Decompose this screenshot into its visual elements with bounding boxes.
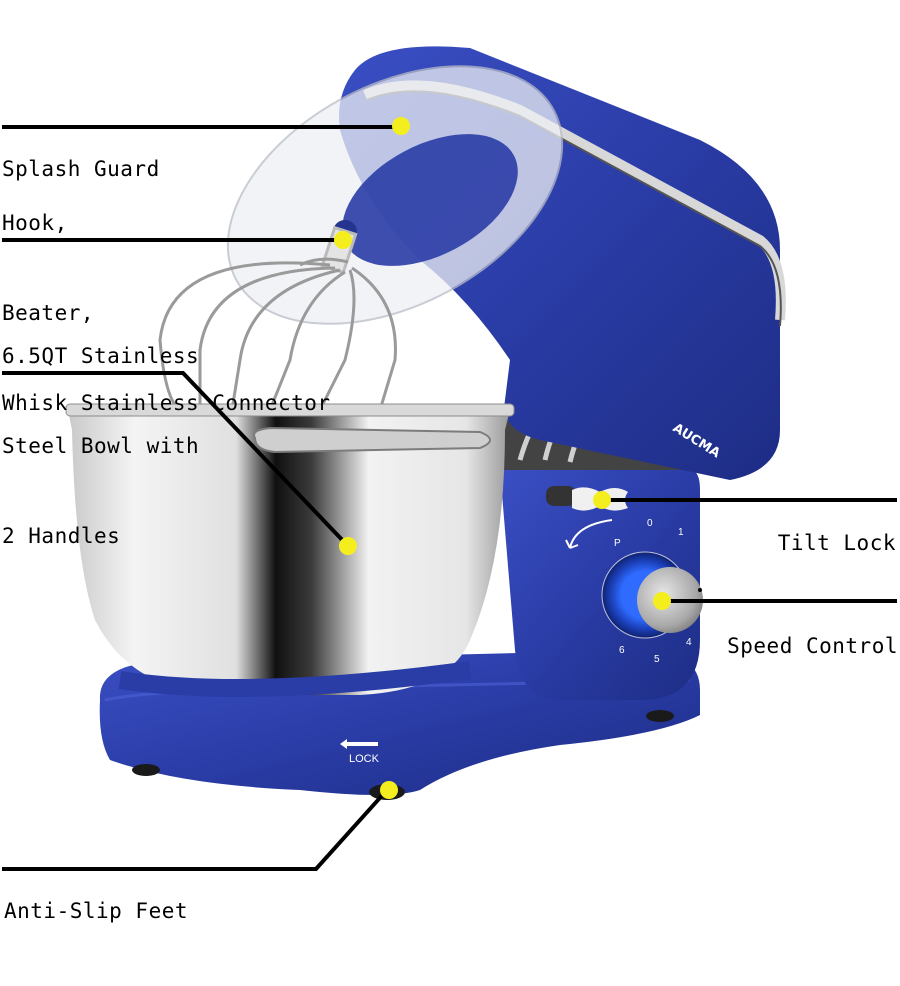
leader-lines	[2, 125, 897, 871]
lock-marking: LOCK	[349, 753, 380, 765]
dial-mark-0: 0	[647, 518, 653, 529]
leader-bowl	[2, 371, 349, 547]
callout-dot-splash-guard	[392, 117, 410, 135]
callout-label-connector: Hook, Beater, Whisk Stainless Connector	[2, 211, 331, 415]
leader-anti-slip-feet	[2, 788, 389, 871]
callout-label-bowl: 6.5QT Stainless Steel Bowl with 2 Handle…	[2, 344, 200, 548]
left-arrow-icon	[340, 739, 378, 749]
callout-dot-connector	[334, 231, 352, 249]
dial-mark-4: 4	[686, 637, 692, 648]
stand-mixer-illustration: LOCK AUCMA	[2, 46, 897, 871]
dial-mark-5: 5	[654, 654, 660, 665]
dial-mark-6: 6	[619, 645, 625, 656]
callout-dot-speed-control	[653, 592, 671, 610]
callout-label-speed-control: Speed Control	[727, 634, 898, 658]
callout-dot-tilt-lock	[593, 491, 611, 509]
callout-label-anti-slip-feet: Anti-Slip Feet	[4, 899, 189, 923]
bowl-handle	[253, 426, 491, 454]
callout-dots	[334, 117, 671, 799]
callout-label-tilt-lock: Tilt Lock	[777, 531, 896, 555]
callout-label-splash-guard: Splash Guard	[2, 157, 160, 181]
callout-dot-anti-slip-feet	[380, 781, 398, 799]
mixer-feature-diagram: LOCK AUCMA	[2, 46, 898, 923]
callout-dot-bowl	[339, 537, 357, 555]
rubber-foot	[646, 710, 674, 722]
dial-mark-p: P	[614, 538, 621, 549]
rubber-foot	[132, 764, 160, 776]
mixing-bowl	[65, 403, 515, 697]
dial-mark-1: 1	[678, 527, 684, 538]
